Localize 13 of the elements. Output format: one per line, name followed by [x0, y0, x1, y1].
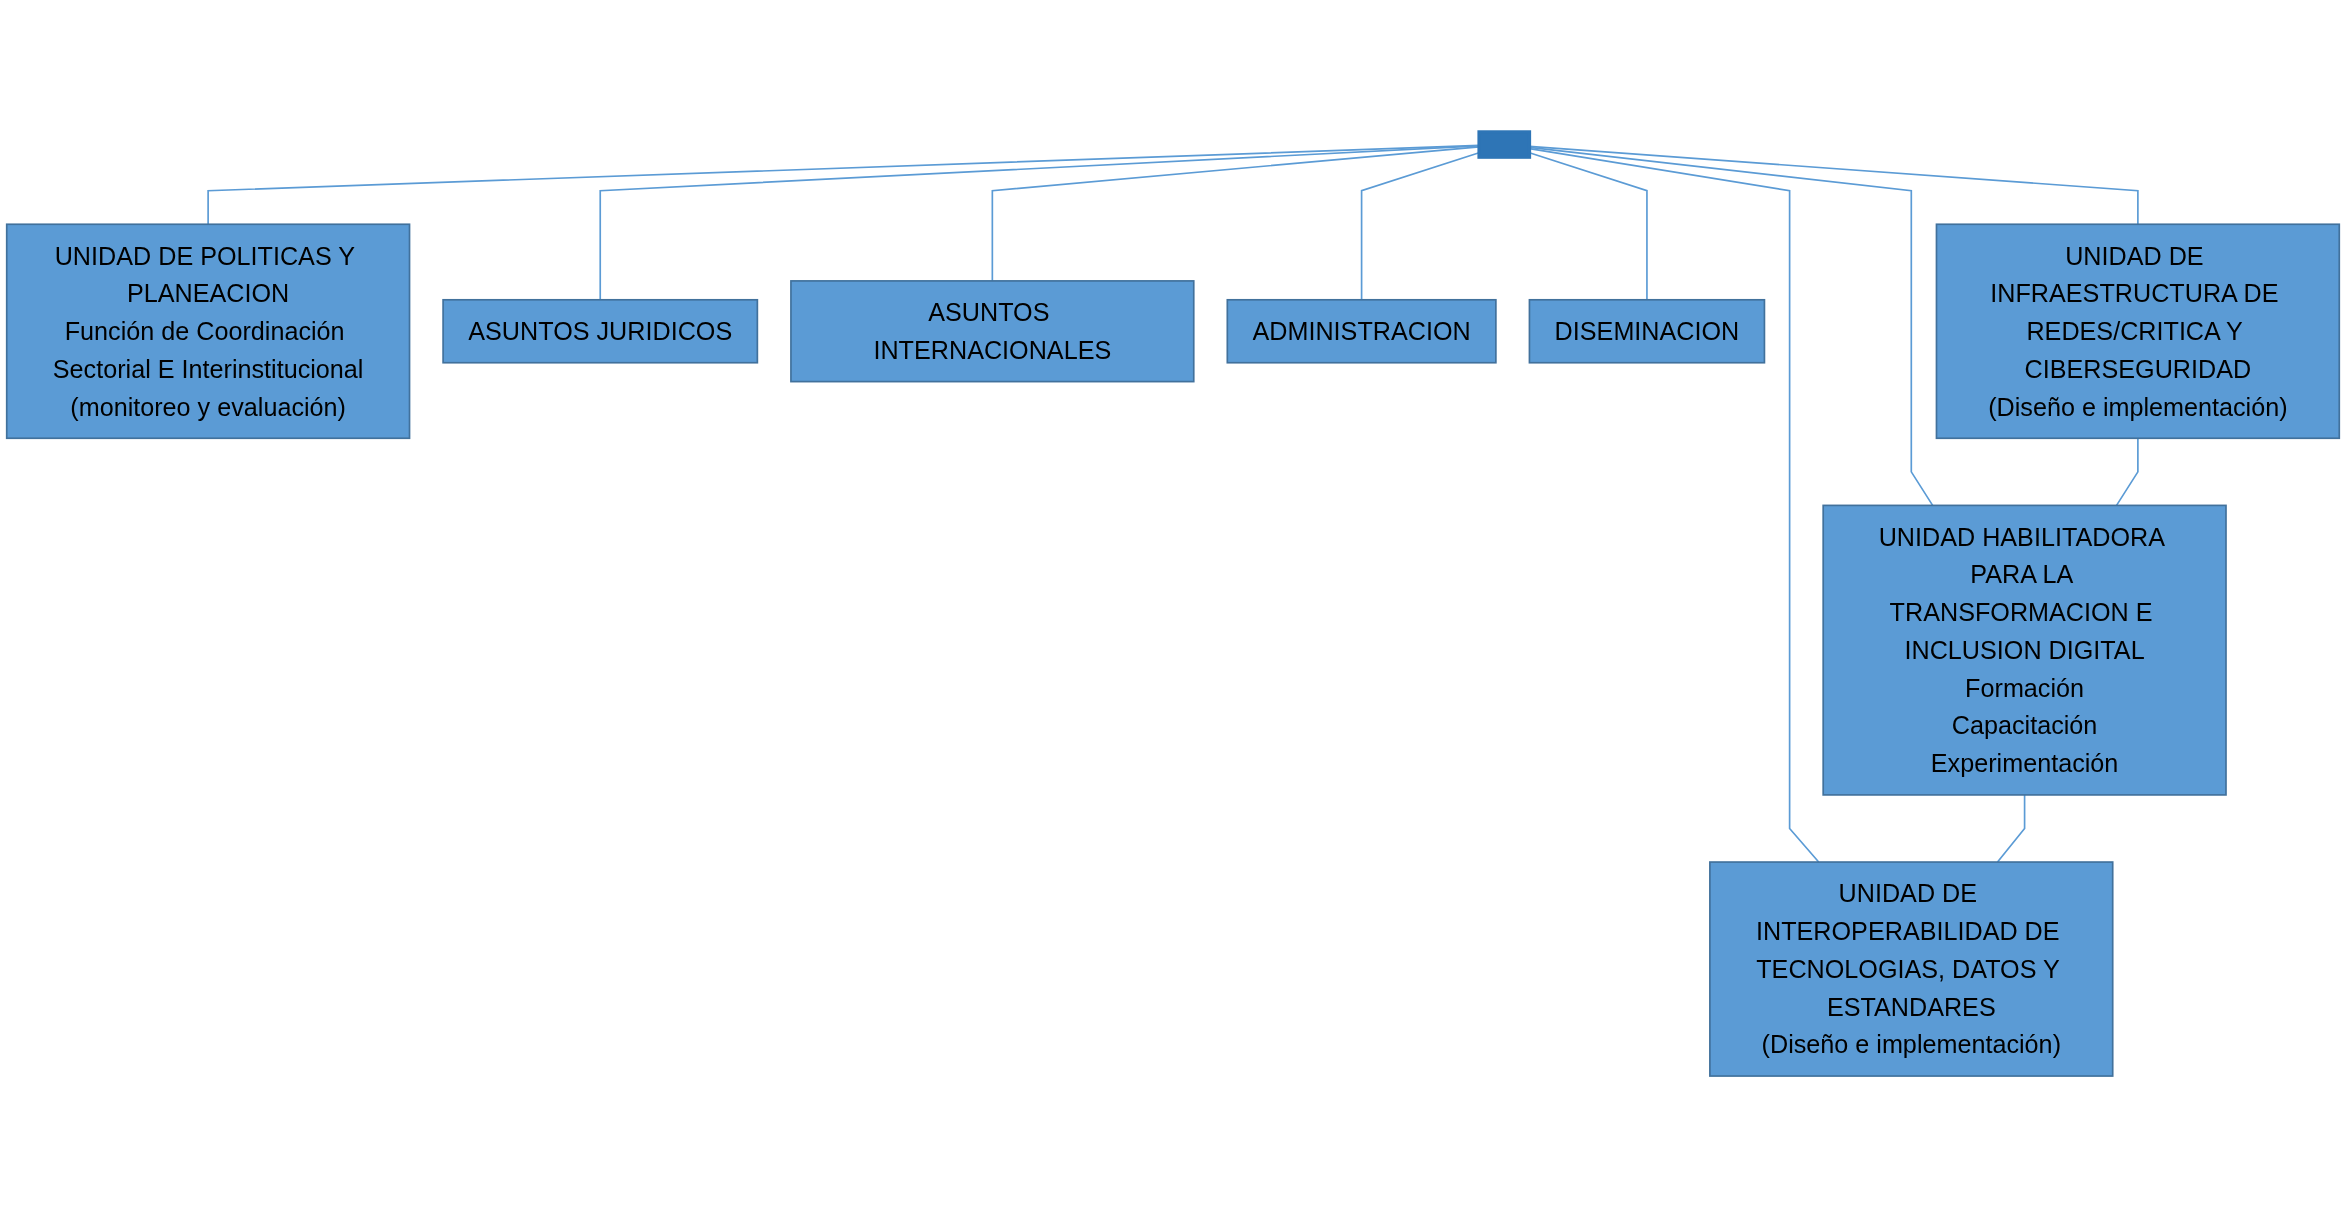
- connector: [1996, 794, 2026, 863]
- node-box: ASUNTOS INTERNACIONALES: [790, 280, 1195, 383]
- node-box: ADMINISTRACION: [1226, 298, 1497, 364]
- connector: [2115, 437, 2139, 507]
- node-box: DISEMINACION: [1528, 298, 1766, 364]
- node-box: UNIDAD DE INFRAESTRUCTURA DE REDES/CRITICA Y CIBERSEGURIDAD (Diseño e implementación): [1935, 223, 2341, 440]
- node-box: ASUNTOS JURIDICOS: [442, 298, 759, 364]
- connector: [1528, 147, 1820, 863]
- node-bar: [1477, 130, 1532, 159]
- connector: [1528, 146, 1934, 507]
- node-box: UNIDAD HABILITADORA PARA LA TRANSFORMACION E INCLUSION DIGITAL Formación Capacitación Experimentación: [1822, 504, 2227, 796]
- node-box: UNIDAD DE POLITICAS Y PLANEACION Función de Coordinación Sectorial E Interinstitucional (monitoreo y evaluación): [5, 223, 411, 440]
- node-box: UNIDAD DE INTEROPERABILIDAD DE TECNOLOGIAS, DATOS Y ESTANDARES (Diseño e implementación): [1709, 861, 2114, 1077]
